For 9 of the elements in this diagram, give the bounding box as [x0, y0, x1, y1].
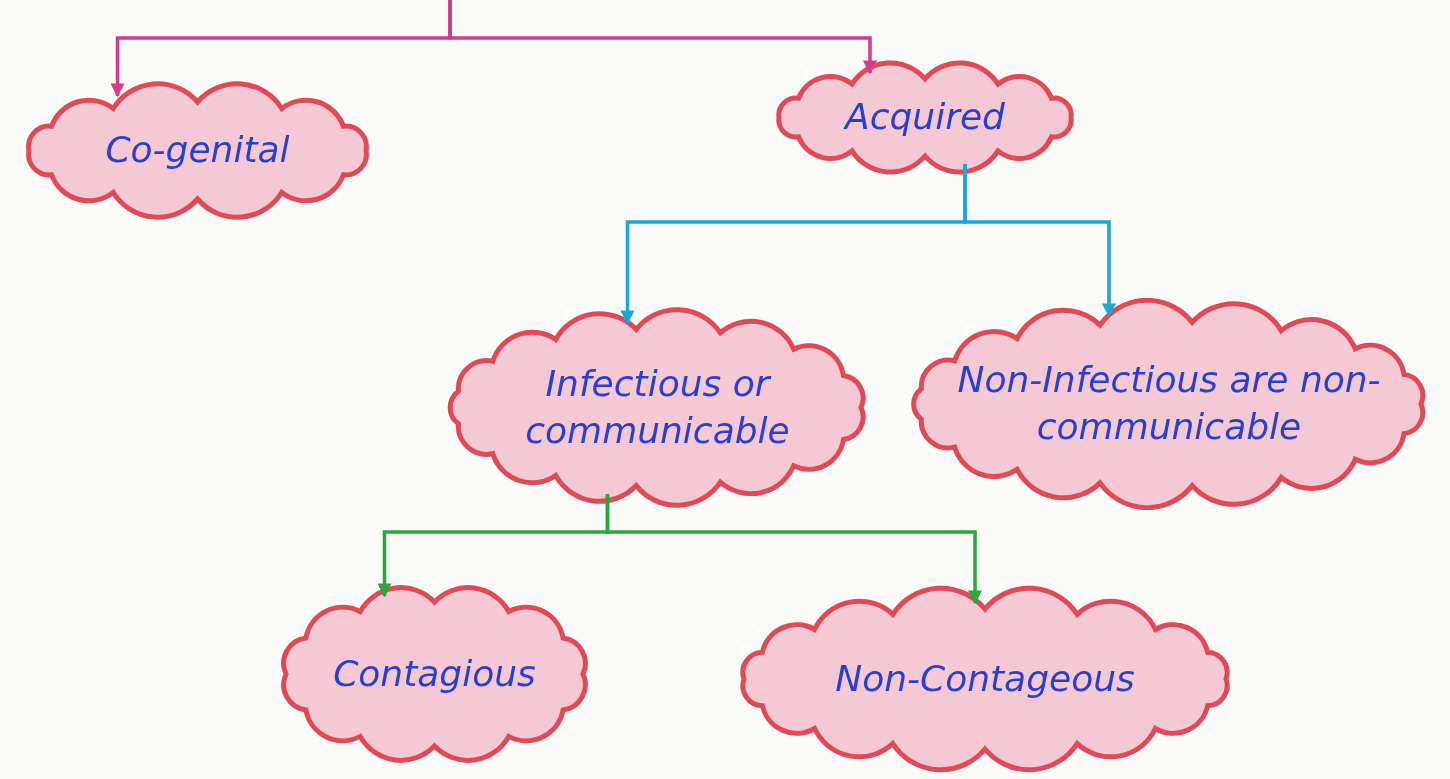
node-label: Contagious	[333, 651, 536, 696]
arrow	[605, 494, 982, 605]
arrow	[963, 164, 1116, 318]
node-label: Acquired	[845, 95, 1005, 140]
node-label: Infectious or communicable	[524, 361, 791, 453]
node-label: Non-Infectious are non-communicable	[956, 358, 1382, 449]
node-label: Non-Contageous	[835, 656, 1135, 701]
node-label: Co-genital	[105, 128, 290, 173]
arrow	[448, 0, 877, 75]
